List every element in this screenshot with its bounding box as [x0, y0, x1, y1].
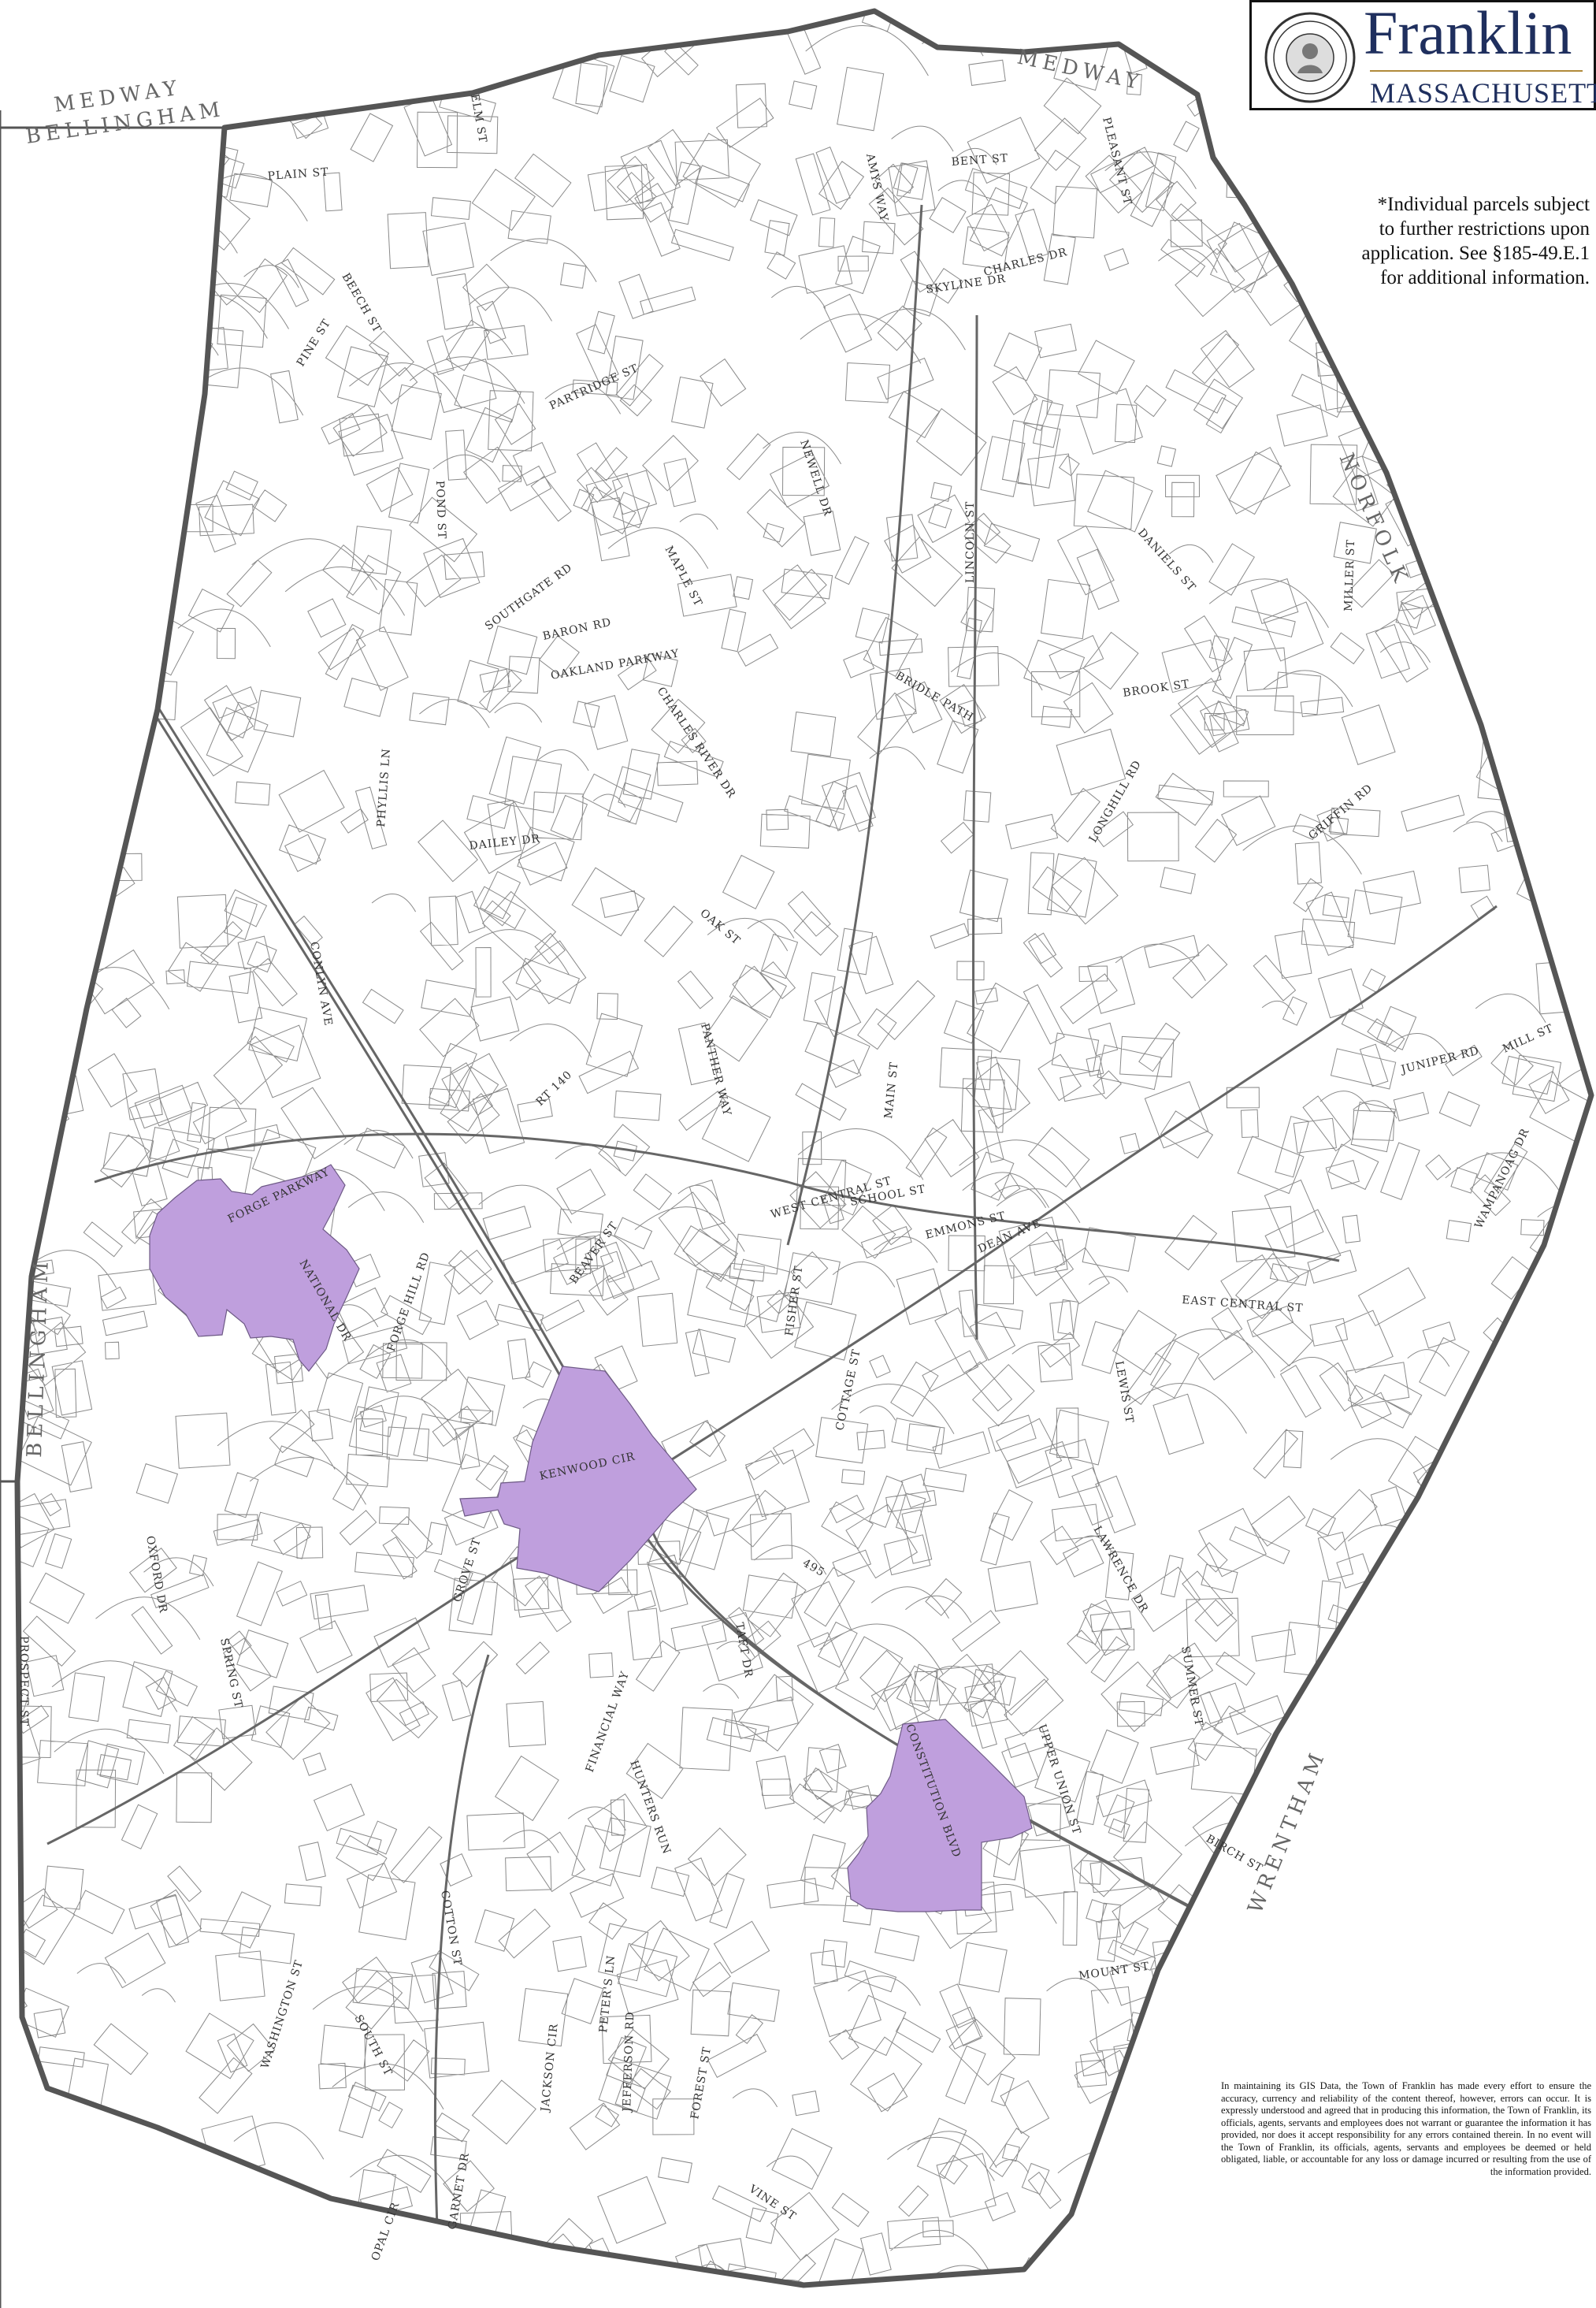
road-label: MILLER ST — [1342, 539, 1357, 611]
logo-title: Franklin — [1364, 0, 1572, 67]
road-label: POND ST — [433, 481, 448, 540]
town-seal-icon — [1264, 12, 1356, 103]
constitution-blvd-parcels — [847, 1719, 1033, 1912]
forge-parkway-parcels — [149, 1164, 360, 1372]
town-area — [17, 11, 1591, 2285]
gis-disclaimer: In maintaining its GIS Data, the Town of… — [1221, 2080, 1591, 2177]
town-boundary — [14, 8, 1594, 2288]
kenwood-cir-parcels — [459, 1366, 697, 1593]
town-logo: Franklin MASSACHUSETTS — [1249, 0, 1596, 110]
road-label: JEFFERSON RD — [621, 2011, 637, 2113]
road-label: MAIN ST — [882, 1061, 901, 1120]
highlighted-parcels — [149, 1164, 1033, 1912]
logo-subtitle: MASSACHUSETTS — [1370, 77, 1596, 109]
road-label: LINCOLN ST — [964, 501, 977, 583]
logo-divider — [1370, 70, 1583, 72]
road-label: BENT ST — [951, 152, 1008, 169]
road-label: PHYLLIS LN — [375, 748, 393, 827]
road-label: PROSPECT ST — [17, 1636, 30, 1726]
parcel-restriction-note: *Individual parcels subject to further r… — [1361, 194, 1590, 288]
outer-boundary-lines — [0, 110, 225, 2308]
road-label: PLAIN ST — [267, 166, 329, 183]
